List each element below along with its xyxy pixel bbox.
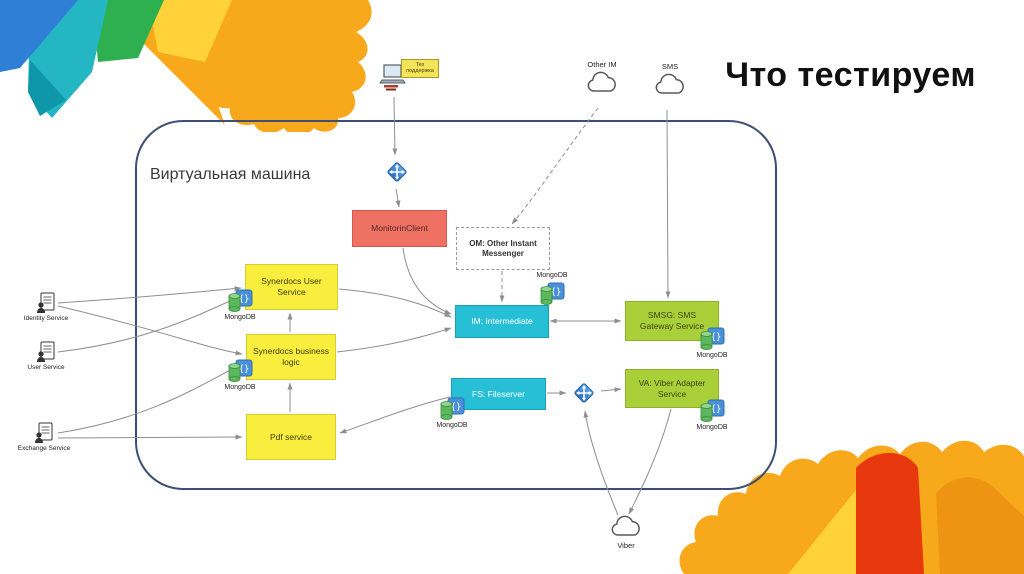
node-label: SMSG: SMS Gateway Service (639, 310, 705, 331)
cloud-icon (587, 71, 616, 92)
node-label: VA: Viber Adapter Service (638, 377, 706, 399)
node-label: FS: Fileserver (472, 388, 525, 399)
mongodb-icon: {} (228, 359, 253, 382)
mongodb-label: MongoDB (436, 422, 468, 429)
svg-text:{}: {} (711, 405, 722, 415)
blob-red (856, 453, 924, 574)
node-pdf-service: Pdf service (246, 414, 336, 460)
external-service-label: Identity Service (23, 315, 69, 322)
node-synerdocs-business-logic: Synerdocs business logic (246, 334, 336, 380)
cloud-label: Viber (617, 541, 635, 550)
gear-shape-orange (100, 0, 372, 132)
mongodb-label: MongoDB (224, 314, 256, 321)
node-im-intermediate: IM: Intermediate (455, 305, 549, 338)
svg-text:{}: {} (551, 288, 562, 298)
mongodb-group: {} MongoDB (214, 357, 266, 391)
node-synerdocs-user-service: Synerdocs User Service (245, 264, 338, 310)
mongodb-label: MongoDB (224, 384, 256, 391)
corner-decoration-top-left (0, 0, 372, 132)
cloud-other-im: Other IM (580, 60, 624, 96)
tech-support-tag: Тех поддержка (401, 59, 439, 78)
wedge-yellow (788, 490, 898, 574)
mongodb-label: MongoDB (696, 424, 728, 431)
virtual-machine-label: Виртуальная машина (150, 166, 311, 183)
node-label: MonitorinClient (371, 223, 428, 234)
mongodb-group: {} MongoDB (686, 325, 738, 359)
mongodb-group: {} MongoDB (526, 272, 578, 306)
svg-text:{}: {} (451, 403, 462, 413)
mongodb-label: MongoDB (696, 352, 728, 359)
external-service-label: Exchange Service (17, 445, 71, 452)
service-document-person-icon (37, 292, 55, 313)
ribbon-teal (28, 0, 108, 118)
mongodb-icon: {} (440, 397, 465, 420)
node-label: OM: Other Instant Messenger (469, 238, 537, 258)
node-other-instant-messenger: OM: Other Instant Messenger (456, 227, 550, 270)
external-service-label: User Service (27, 364, 65, 371)
ribbon-blue (0, 0, 78, 72)
ribbon-yellow (148, 0, 232, 62)
mongodb-label: MongoDB (536, 272, 568, 279)
external-user-service: User Service (14, 341, 78, 371)
mongodb-group: {} MongoDB (686, 397, 738, 431)
cloud-viber: Viber (604, 514, 648, 550)
external-exchange-service: Exchange Service (12, 422, 76, 452)
svg-text:{}: {} (711, 333, 722, 343)
router-diamond-icon (383, 158, 411, 186)
external-identity-service: Identity Service (14, 292, 78, 322)
router-diamond-icon (570, 379, 598, 407)
mongodb-icon: {} (228, 289, 253, 312)
ribbon-green (92, 0, 164, 62)
cloud-icon (611, 515, 640, 536)
node-label: IM: Intermediate (471, 316, 533, 327)
service-document-person-icon (37, 341, 55, 362)
cloud-label: Other IM (587, 60, 617, 69)
wedge-orange-dark (936, 477, 1024, 574)
node-label: Pdf service (269, 431, 313, 442)
mongodb-icon: {} (700, 327, 725, 350)
cloud-icon (655, 73, 684, 94)
svg-text:{}: {} (239, 295, 250, 305)
node-fs-fileserver: FS: Fileserver (451, 378, 546, 410)
svg-text:{}: {} (239, 365, 250, 375)
cloud-label: SMS (661, 62, 679, 71)
node-label: Synerdocs business logic (252, 346, 330, 367)
mongodb-group: {} MongoDB (214, 287, 266, 321)
node-va-viber-adapter: VA: Viber Adapter Service (625, 369, 719, 408)
node-label: Synerdocs User Service (261, 276, 322, 297)
cloud-sms: SMS (648, 62, 692, 98)
node-monitorin-client: MonitorinClient (352, 210, 447, 247)
slide-title: Что тестируем (725, 56, 976, 94)
ribbon-teal-dark (28, 60, 66, 116)
service-document-person-icon (35, 422, 53, 443)
mongodb-group: {} MongoDB (426, 395, 478, 429)
mongodb-icon: {} (540, 282, 565, 305)
mongodb-icon: {} (700, 399, 725, 422)
